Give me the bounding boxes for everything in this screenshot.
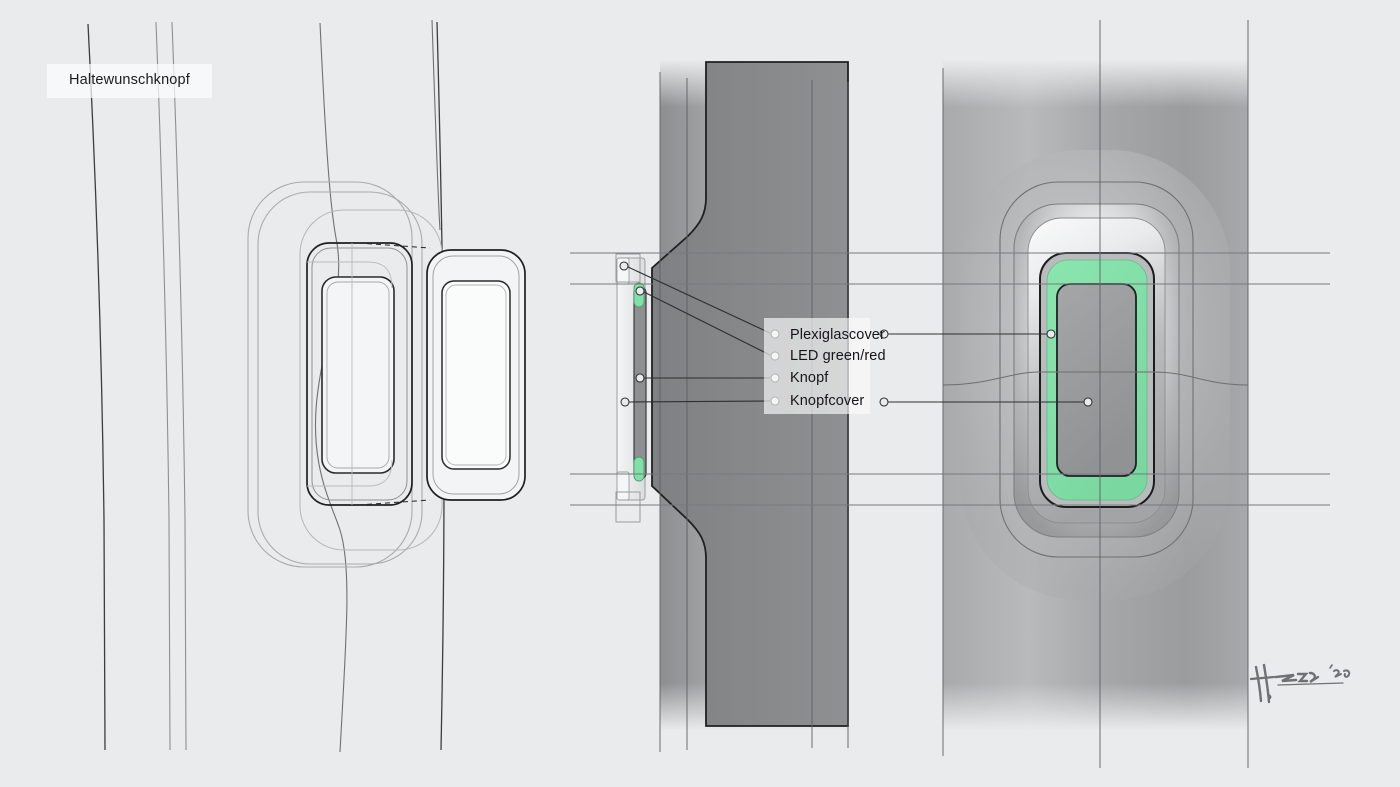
sketch-construction-curves — [307, 243, 393, 505]
sketch-view — [87, 19, 526, 753]
section-led-bottom — [633, 456, 645, 482]
sketch-button-plate — [321, 276, 395, 474]
callout-markers — [619, 261, 1093, 407]
projection-dashed-lines — [357, 242, 431, 506]
button-face — [1056, 283, 1137, 477]
callout-panel-background — [764, 318, 870, 414]
callout-leaders — [619, 261, 1093, 407]
callout-label-plexiglascover: Plexiglascover — [790, 327, 885, 343]
section-detail-box-bottom — [615, 491, 641, 523]
section-view — [615, 60, 849, 730]
recess-outer-outline — [999, 181, 1194, 558]
render-view — [942, 60, 1249, 730]
reflection-horizon-line — [942, 371, 1249, 386]
body-contour-lines-light — [155, 21, 187, 751]
artist-signature — [1249, 663, 1351, 704]
page-title: Haltewunschknopf — [47, 64, 212, 98]
section-button-strip — [633, 287, 647, 479]
section-body-profile — [651, 61, 849, 727]
construction-lines-horizontal — [570, 252, 1330, 506]
callout-label-led: LED green/red — [790, 348, 886, 364]
section-detail-box-top — [615, 253, 641, 283]
callout-label-knopf: Knopf — [790, 370, 829, 386]
callout-label-knopfcover: Knopfcover — [790, 393, 865, 409]
sketch-exploded-copy — [426, 249, 526, 501]
section-cover-tab-bottom — [616, 471, 630, 501]
construction-lines — [659, 20, 1249, 768]
